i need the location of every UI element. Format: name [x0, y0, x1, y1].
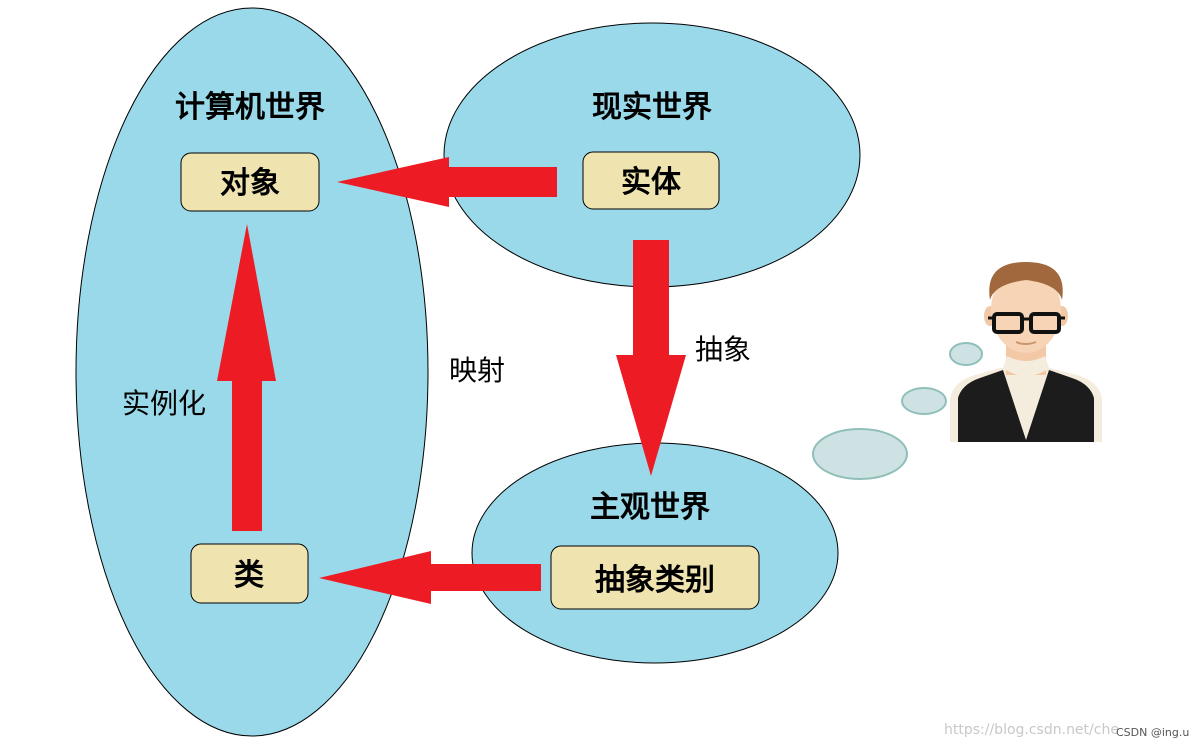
thought-bubble-medium — [901, 387, 947, 415]
class-box: 类 — [190, 543, 309, 604]
person-icon — [950, 262, 1102, 442]
entity-to-category-arrow — [616, 240, 686, 476]
real-world-title: 现实世界 — [592, 90, 712, 125]
class-box-label: 类 — [234, 558, 264, 593]
entity-to-object-arrow — [337, 157, 557, 207]
object-box-label: 对象 — [220, 166, 280, 201]
abstraction-label: 抽象 — [695, 333, 751, 366]
watermark-url: https://blog.csdn.net/che — [944, 722, 1119, 738]
object-box: 对象 — [180, 152, 320, 212]
watermark-csdn: CSDN @ing.u — [1116, 726, 1190, 739]
computer-world-title: 计算机世界 — [175, 90, 325, 125]
subjective-world-title: 主观世界 — [590, 490, 710, 525]
thought-bubble-large — [812, 428, 908, 480]
entity-box-label: 实体 — [621, 165, 682, 200]
entity-box: 实体 — [582, 151, 720, 210]
mapping-label: 映射 — [449, 354, 505, 387]
abstract-category-box-label: 抽象类别 — [595, 563, 715, 598]
thought-bubble-small — [949, 342, 983, 366]
category-to-class-arrow — [319, 551, 541, 604]
instantiation-label: 实例化 — [122, 387, 206, 420]
abstract-category-box: 抽象类别 — [550, 545, 760, 610]
class-to-object-arrow — [217, 224, 276, 531]
